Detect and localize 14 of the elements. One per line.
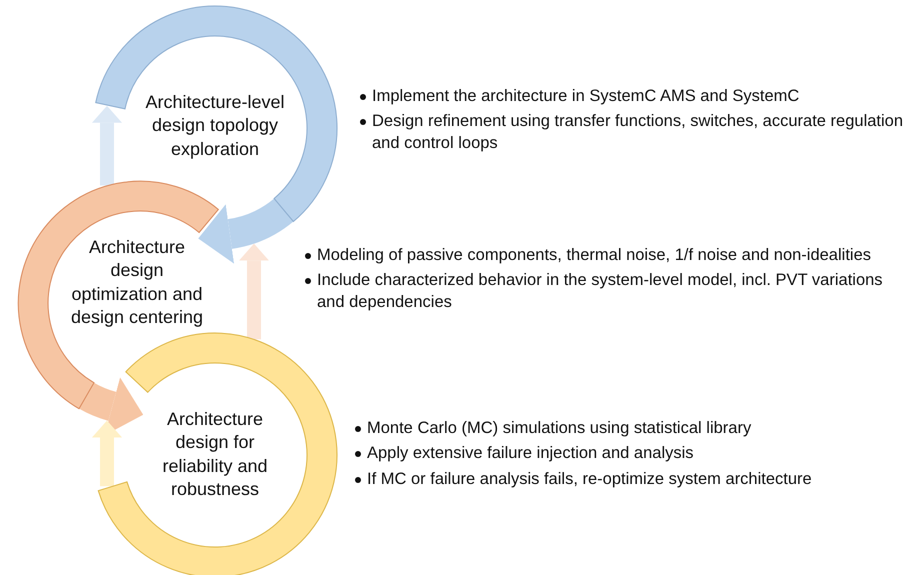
bullet-text: If MC or failure analysis fails, re-optimize system architecture: [367, 468, 812, 490]
node-label: Architecture design optimization and design centering: [70, 236, 204, 330]
arrow: [92, 420, 122, 486]
arrow: [92, 106, 122, 186]
bullet-text: Design refinement using transfer functions, switches, accurate regulation and control loops: [372, 111, 904, 154]
bullet-text: Modeling of passive components, thermal noise, 1/f noise and non-idealities: [317, 245, 871, 266]
arrow: [198, 198, 293, 264]
bullet-text: Implement the architecture in SystemC AMS and SystemC: [372, 86, 800, 107]
bullet-text: Include characterized behavior in the system-level model, incl. PVT variations and dependencies: [317, 270, 884, 313]
node-label: Architecture-level design topology exploration: [144, 90, 286, 161]
bullet-text: Apply extensive failure injection and analysis: [367, 443, 694, 464]
bullet-text: Monte Carlo (MC) simulations using statistical library: [367, 418, 752, 439]
node-label: Architecture design for reliability and robustness: [161, 408, 269, 502]
arrow: [239, 244, 269, 340]
